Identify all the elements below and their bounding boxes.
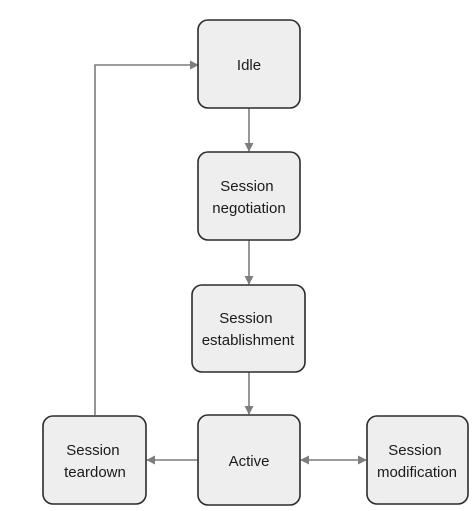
edges [94,60,367,465]
node-session-negotiation-label: Session negotiation [212,178,285,217]
node-idle-box [197,19,301,109]
node-idle: Idle [197,19,301,109]
node-session-establishment-box [191,284,306,373]
node-session-teardown-box [42,415,147,505]
node-session-modification: Session modification [366,415,469,505]
node-session-establishment-label: Session establishment [202,310,295,349]
node-session-teardown: Session teardown [42,415,147,505]
node-session-modification-box [366,415,469,505]
node-session-negotiation-box [197,151,301,241]
node-session-establishment: Session establishment [191,284,306,373]
node-active: Active [197,414,301,506]
node-active-label: Active [229,453,270,470]
node-session-negotiation: Session negotiation [197,151,301,241]
edge-teardown-to-idle [94,60,199,415]
node-session-modification-label: Session modification [377,442,457,481]
node-session-teardown-label: Session teardown [64,442,126,481]
node-idle-label: Idle [237,57,261,74]
node-active-box [197,414,301,506]
